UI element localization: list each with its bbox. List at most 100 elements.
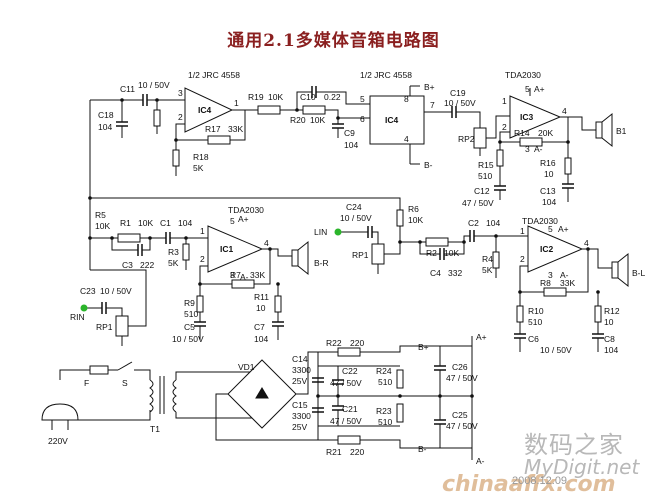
- label-c13-val: 104: [542, 197, 556, 207]
- label-c25: C25: [452, 410, 468, 420]
- label-c23: C23: [80, 286, 96, 296]
- pin-ic1-2: 2: [200, 254, 205, 264]
- label-rp1-right: RP1: [96, 322, 113, 332]
- label-net-b-minus: B-: [418, 444, 427, 454]
- resistor-r20: [302, 105, 326, 115]
- label-ic4b: IC4: [385, 115, 399, 125]
- label-r24: R24: [376, 366, 392, 376]
- label-r18-val: 5K: [193, 163, 204, 173]
- label-ic2-aminus: A-: [560, 270, 569, 280]
- label-c24: C24: [346, 202, 362, 212]
- label-r11-val: 10: [256, 303, 266, 313]
- label-c2: C2: [468, 218, 479, 228]
- label-r20: R20: [290, 115, 306, 125]
- label-ic4a: IC4: [198, 105, 212, 115]
- label-r1-val: 10K: [138, 218, 153, 228]
- label-r12-val: 10: [604, 317, 614, 327]
- label-c22-val: 47 / 50V: [330, 378, 362, 388]
- label-r2-val: 10K: [444, 248, 459, 258]
- label-r15-val: 510: [478, 171, 492, 181]
- label-ic2-aplus: A+: [558, 224, 569, 234]
- label-rp1: RP1: [352, 250, 369, 260]
- label-rin: RIN: [70, 312, 85, 322]
- pin-ic1-3: 3: [230, 270, 235, 280]
- label-c23-val: 10 / 50V: [100, 286, 132, 296]
- label-c8: C8: [604, 334, 615, 344]
- label-c4: C4: [430, 268, 441, 278]
- label-r15: R15: [478, 160, 494, 170]
- label-c9-val: 104: [344, 140, 358, 150]
- label-ic3: IC3: [520, 112, 534, 122]
- label-r8: R8: [540, 278, 551, 288]
- label-r8-val: 33K: [560, 278, 575, 288]
- pin-ic3-2: 2: [502, 122, 507, 132]
- label-c21-val: 47 / 50V: [330, 416, 362, 426]
- pin-ic2-2: 2: [520, 254, 525, 264]
- label-c1-val: 104: [178, 218, 192, 228]
- label-br: B-R: [314, 258, 329, 268]
- rin-input-jack: [80, 304, 88, 312]
- label-ic3-aminus: A-: [534, 144, 543, 154]
- label-tda1: TDA2030: [228, 205, 264, 215]
- label-c21: C21: [342, 404, 358, 414]
- pin-1: 1: [234, 98, 239, 108]
- label-r21: R21: [326, 447, 342, 457]
- label-r16-val: 10: [544, 169, 554, 179]
- label-r7-val: 33K: [250, 270, 265, 280]
- pin-ic2-5: 5: [548, 224, 553, 234]
- label-r19: R19: [248, 92, 264, 102]
- label-r22: R22: [326, 338, 342, 348]
- pin-8: 8: [404, 94, 409, 104]
- pin-ic3-5: 5: [525, 84, 530, 94]
- resistor-vertical: [153, 109, 161, 127]
- label-c18: C18: [98, 110, 114, 120]
- label-c25-val: 47 / 50V: [446, 421, 478, 431]
- label-c5-val: 10 / 50V: [172, 334, 204, 344]
- pin-ic2-1: 1: [520, 226, 525, 236]
- label-c26: C26: [452, 362, 468, 372]
- watermark-en: MyDigit.net: [524, 455, 640, 479]
- label-r12: R12: [604, 306, 620, 316]
- label-c22: C22: [342, 366, 358, 376]
- label-net-a-minus: A-: [476, 456, 485, 466]
- page-title: 通用2.1多媒体音箱电路图: [227, 31, 440, 51]
- label-c6: C6: [528, 334, 539, 344]
- label-r17-val: 33K: [228, 124, 243, 134]
- label-r4-val: 5K: [482, 265, 493, 275]
- label-r22-val: 220: [350, 338, 364, 348]
- label-tda2: TDA2030: [522, 216, 558, 226]
- label-c2-val: 104: [486, 218, 500, 228]
- label-r9: R9: [184, 298, 195, 308]
- label-r9-val: 510: [184, 309, 198, 319]
- label-net-b-plus: B+: [418, 342, 429, 352]
- speaker-b1: [595, 121, 603, 139]
- watermark-site: chinaaffx.com: [442, 472, 616, 497]
- label-c26-val: 47 / 50V: [446, 373, 478, 383]
- label-ic4-bminus: B-: [424, 160, 433, 170]
- label-r5: R5: [95, 210, 106, 220]
- ac-plug-icon: [41, 403, 79, 421]
- label-rp2: RP2: [458, 134, 475, 144]
- label-c1: C1: [160, 218, 171, 228]
- label-c7-val: 104: [254, 334, 268, 344]
- label-r14: R14: [514, 128, 530, 138]
- label-r18: R18: [193, 152, 209, 162]
- label-r20-val: 10K: [310, 115, 325, 125]
- label-c24-val: 10 / 50V: [340, 213, 372, 223]
- potentiometer-rp1: [371, 243, 385, 265]
- label-r5-val: 10K: [95, 221, 110, 231]
- label-r3-val: 5K: [168, 258, 179, 268]
- label-ic3-aplus: A+: [534, 84, 545, 94]
- pin-ic3-3: 3: [525, 144, 530, 154]
- resistor-r18: [172, 149, 180, 167]
- potentiometer-rp2: [473, 127, 487, 149]
- label-220v: 220V: [48, 436, 68, 446]
- label-c8-val: 104: [604, 345, 618, 355]
- label-c14-volt: 25V: [292, 376, 307, 386]
- lin-input-jack: [334, 228, 342, 236]
- label-c10-val: 0.22: [324, 92, 341, 102]
- label-c15-val: 3300: [292, 411, 311, 421]
- label-ic1-aplus: A+: [238, 214, 249, 224]
- label-net-a-plus: A+: [476, 332, 487, 342]
